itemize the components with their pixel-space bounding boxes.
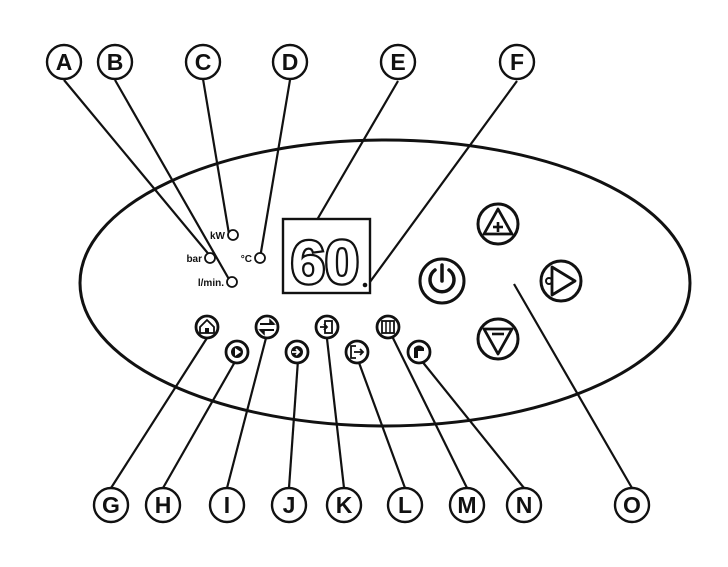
display-value: 60 (291, 229, 359, 296)
callout-g: G (92, 486, 130, 524)
svg-text:D: D (282, 49, 299, 75)
lmin-led-icon (226, 276, 238, 288)
kw-led-icon (227, 229, 239, 241)
callout-c: C (184, 43, 222, 81)
svg-text:°C: °C (241, 254, 252, 265)
leader-lines (63, 78, 633, 489)
home-button[interactable] (194, 314, 220, 340)
svg-text:N: N (516, 492, 533, 518)
svg-text:O: O (623, 492, 641, 518)
bar-led-icon (204, 252, 216, 264)
enter-button[interactable] (284, 339, 310, 365)
callout-a: A (45, 43, 83, 81)
exit-button[interactable] (344, 339, 370, 365)
flame-button[interactable] (406, 339, 432, 365)
login-button[interactable] (314, 314, 340, 340)
svg-text:A: A (56, 49, 73, 75)
right-button[interactable] (539, 259, 583, 303)
menu-icon (381, 320, 395, 334)
enter-icon (291, 346, 303, 358)
svg-text:E: E (390, 49, 405, 75)
callout-o: O (613, 486, 651, 524)
indicator-bar: bar (186, 252, 216, 265)
svg-text:H: H (155, 492, 172, 518)
celsius-led-icon (254, 252, 266, 264)
svg-text:l/min.: l/min. (198, 278, 224, 289)
svg-text:J: J (283, 492, 296, 518)
svg-text:kW: kW (210, 231, 226, 242)
right-arrow-icon (545, 265, 577, 297)
indicator-lmin: l/min. (198, 276, 238, 289)
digital-display: 60 (281, 217, 372, 298)
indicator-kw: kW (210, 229, 239, 242)
power-icon (428, 263, 456, 294)
flame-icon (414, 345, 424, 358)
up-button[interactable] (476, 202, 520, 246)
callout-i: I (208, 486, 246, 524)
login-icon (320, 320, 333, 334)
svg-text:L: L (398, 492, 412, 518)
callout-e: E (379, 43, 417, 81)
home-icon (199, 318, 215, 334)
callout-h: H (144, 486, 182, 524)
play-button[interactable] (224, 339, 250, 365)
up-plus-icon (482, 207, 514, 236)
callout-n: N (505, 486, 543, 524)
svg-text:F: F (510, 49, 524, 75)
svg-text:I: I (224, 492, 230, 518)
callout-j: J (270, 486, 308, 524)
swap-button[interactable] (254, 314, 280, 340)
callout-f: F (498, 43, 536, 81)
down-button[interactable] (476, 317, 520, 361)
indicator-celsius: °C (241, 252, 266, 265)
svg-text:bar: bar (186, 254, 202, 265)
callout-k: K (325, 486, 363, 524)
callout-l: L (386, 486, 424, 524)
decimal-point (362, 282, 368, 288)
exit-icon (350, 345, 365, 359)
svg-text:B: B (107, 49, 124, 75)
callout-m: M (448, 486, 486, 524)
menu-button[interactable] (375, 314, 401, 340)
panel-outline (78, 138, 692, 428)
svg-text:C: C (195, 49, 212, 75)
svg-text:M: M (457, 492, 476, 518)
play-icon (231, 346, 243, 358)
svg-text:G: G (102, 492, 120, 518)
down-minus-icon (482, 327, 514, 356)
power-button[interactable] (418, 257, 466, 305)
callout-d: D (271, 43, 309, 81)
swap-icon (258, 318, 276, 336)
svg-text:K: K (336, 492, 353, 518)
callout-b: B (96, 43, 134, 81)
